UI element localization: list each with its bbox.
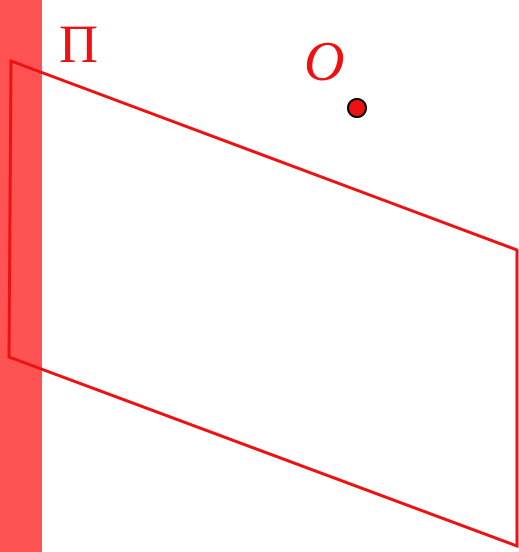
point-o (347, 98, 367, 118)
plane-label: Π (59, 14, 98, 74)
plane-parallelogram (7, 58, 519, 549)
sidebar-strip (0, 0, 42, 552)
point-label: O (304, 31, 344, 93)
